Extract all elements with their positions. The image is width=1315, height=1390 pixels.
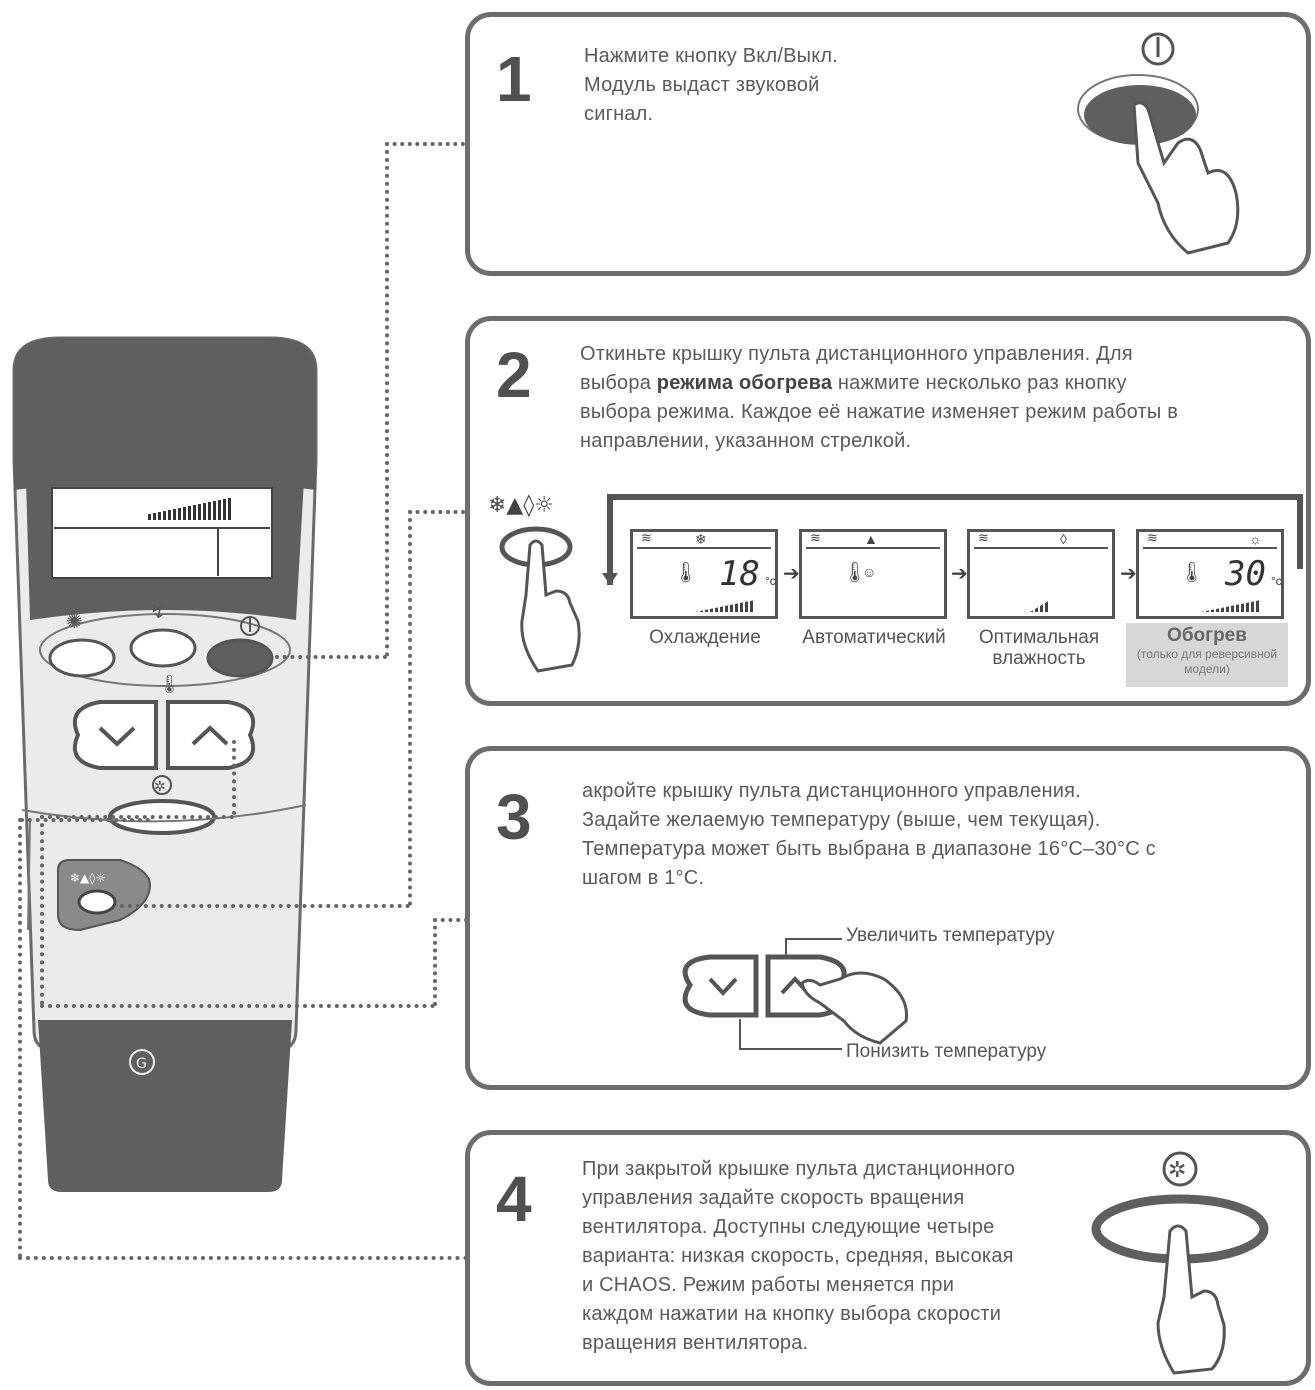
connector-3-v2: [40, 815, 44, 1005]
step-2-line-bold: выбора режима обогрева нажмите несколько…: [580, 372, 1127, 394]
step-1-number: 1: [496, 43, 532, 115]
step-4-line: вращения вентилятора.: [582, 1332, 809, 1354]
step-1-line: Модуль выдаст звуковой: [584, 74, 820, 96]
step-1-line: Нажмите кнопку Вкл/Выкл.: [584, 45, 839, 67]
mode-heating-highlight: [1126, 623, 1288, 687]
step-3-line: шагом в 1°C.: [582, 867, 705, 889]
step-1-line: сигнал.: [584, 103, 654, 125]
step-2-box: 2 Откиньте крышку пульта дистанционного …: [465, 316, 1311, 706]
step-1-text: Нажмите кнопку Вкл/Выкл. Модуль выдаст з…: [584, 42, 838, 129]
hand-icon: [1132, 101, 1240, 255]
step-1-box: 1 Нажмите кнопку Вкл/Выкл. Модуль выдаст…: [465, 12, 1311, 276]
lcd-temp-unit: °c: [765, 574, 776, 588]
connector-3-h0: [40, 815, 234, 819]
step-4-line: каждом нажатии на кнопку выбора скорости: [582, 1303, 1002, 1325]
temp-up-label: Увеличить температуру: [846, 925, 1055, 946]
hand-icon: [1156, 1224, 1226, 1375]
connector-2-h1: [120, 904, 410, 908]
step-4-number: 4: [496, 1163, 532, 1235]
mode-label-cooling: Охлаждение: [649, 627, 761, 648]
connector-3-h2: [433, 918, 468, 922]
step-3-number: 3: [496, 781, 532, 853]
step-4-text: При закрытой крышке пульта дистанционног…: [582, 1155, 1015, 1358]
lcd-temp-digits: 30: [1225, 554, 1266, 594]
svg-text:✲: ✲: [1168, 1158, 1186, 1183]
mode-label-heating: Обогрев: [1167, 625, 1247, 646]
step-3-line: Температура может быть выбрана в диапазо…: [582, 838, 1156, 860]
mode-cycle-arrow: [602, 494, 1303, 585]
svg-text:✺: ✺: [66, 609, 83, 633]
connector-3-v1: [232, 740, 236, 815]
connector-4-h0: [20, 818, 150, 822]
connector-1-h2: [385, 142, 465, 146]
svg-text:❄▲◊☼: ❄▲◊☼: [70, 871, 106, 885]
connector-1-h1: [275, 655, 387, 659]
lcd-cooling: ≋❄ 🌡 18 °c: [630, 529, 778, 619]
step-2-number: 2: [496, 339, 532, 411]
svg-text:✲: ✲: [154, 779, 166, 795]
lcd-temp-unit: °c: [1271, 574, 1282, 588]
step-4-line: вентилятора. Доступны следующие четыре: [582, 1216, 995, 1238]
lcd-heating: ≋☼ 🌡 30 °c: [1136, 529, 1284, 619]
step-4-line: и CHAOS. Режим работы меняется при: [582, 1274, 955, 1296]
step-4-line: При закрытой крышке пульта дистанционног…: [582, 1158, 1016, 1180]
connector-3-v3: [433, 918, 437, 1006]
remote-body: ✺ ↯ 🌡 ✲ ❄▲◊☼ G: [12, 336, 318, 1192]
connector-4-v: [18, 818, 22, 1258]
power-button-hand-illustration: [1077, 32, 1240, 255]
mode-symbols: ❄▲◊☼: [488, 493, 554, 518]
arrow-icon: ➔: [951, 563, 968, 585]
fan-icon: [1162, 1151, 1198, 1187]
step-2-line: Откиньте крышку пульта дистанционного уп…: [580, 343, 1133, 365]
temp-down-button: [682, 954, 759, 1018]
lcd-humidity: ≋◊: [967, 529, 1115, 619]
arrow-icon: ➔: [1120, 563, 1137, 585]
step-3-line: Задайте желаемую температуру (выше, чем …: [582, 809, 1101, 831]
connector-4-h1: [18, 1256, 468, 1260]
svg-text:🌡: 🌡: [158, 674, 181, 695]
connector-1-v: [385, 142, 389, 657]
svg-text:G: G: [136, 1056, 147, 1072]
step-2-line: направлении, указанном стрелкой.: [580, 430, 912, 452]
lg-logo: G: [129, 1049, 155, 1075]
power-icon: [1141, 32, 1175, 66]
step-4-line: варианта: низкая скорость, средняя, высо…: [582, 1245, 1014, 1267]
arrow-icon: ➔: [783, 563, 800, 585]
connector-2-h2: [408, 510, 488, 514]
connector-2-v: [408, 510, 412, 906]
mode-label-heating-note: (только для реверсивной модели): [1136, 647, 1278, 676]
step-3-line: акройте крышку пульта дистанционного упр…: [582, 780, 1081, 802]
step-2-line: выбора режима. Каждое её нажатие изменяе…: [580, 401, 1179, 423]
step-3-text: акройте крышку пульта дистанционного упр…: [582, 777, 1156, 893]
lcd-temp-digits: 18: [719, 554, 760, 594]
fan-button-hand-illustration: ✲: [1091, 1151, 1269, 1375]
step-4-line: управления задайте скорость вращения: [582, 1187, 965, 1209]
step-2-text: Откиньте крышку пульта дистанционного уп…: [580, 340, 1178, 456]
hand-icon: [520, 539, 581, 673]
temperature-rocker-illustration: [682, 938, 909, 1050]
step-3-box: 3 акройте крышку пульта дистанционного у…: [465, 746, 1311, 1090]
hand-icon: [800, 971, 909, 1045]
step-4-box: 4 При закрытой крышке пульта дистанционн…: [465, 1130, 1311, 1386]
mode-label-auto: Автоматический: [802, 627, 946, 648]
svg-text:↯: ↯: [150, 602, 165, 623]
lcd-auto: ≋▲ 🌡☺: [799, 529, 947, 619]
connector-3-h1: [40, 1004, 435, 1008]
mode-button-hand-illustration: [499, 526, 581, 673]
lcd-fan-bars: [148, 498, 231, 520]
remote-control: ✺ ↯ 🌡 ✲ ❄▲◊☼ G: [0, 330, 330, 1200]
temp-down-label: Понизить температуру: [846, 1041, 1047, 1062]
